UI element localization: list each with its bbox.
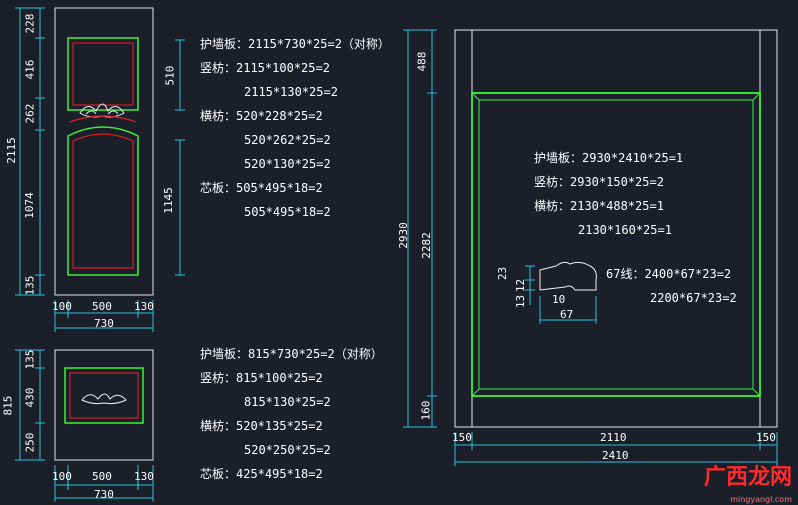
dim-top-door-228: 228	[23, 13, 37, 34]
big-panel-spec-3: 横枋：2130*488*25=1	[534, 199, 664, 213]
bottom-door-spec-6: 芯板：425*495*18=2	[200, 467, 323, 481]
big-panel-spec-2: 竖枋：2930*150*25=2	[534, 175, 664, 189]
dim-bottom-door-bottom-500: 500	[92, 470, 112, 483]
dim-big-panel-bottom-150a: 150	[452, 431, 472, 444]
dim-top-door-2115: 2115	[4, 137, 18, 164]
dim-big-panel-160: 160	[419, 400, 433, 421]
big-panel-spec-4: 2130*160*25=1	[578, 223, 672, 237]
bottom-door-spec-1: 护墙板：815*730*25=2（对称）	[200, 347, 383, 361]
bottom-door-outer-frame	[54, 349, 154, 461]
dim-bottom-door-430: 430	[23, 387, 37, 408]
molding-label-1: 67线：2400*67*23=2	[606, 267, 732, 281]
dim-molding-12: 12	[514, 278, 528, 293]
bottom-door-spec-2: 竖枋：815*100*25=2	[200, 371, 323, 385]
top-door-lower-panel	[67, 126, 139, 276]
top-door-spec-4: 横枋：520*228*25=2	[200, 109, 323, 123]
dim-molding-13: 13	[514, 294, 528, 309]
dim-top-door-1145: 1145	[161, 187, 175, 214]
top-door-spec-5: 520*262*25=2	[244, 133, 331, 147]
dim-top-door-bottom-730: 730	[94, 317, 114, 330]
watermark-url: mingyangl.com	[730, 495, 792, 504]
dim-top-door-1074: 1074	[22, 192, 36, 219]
dim-big-panel-2930: 2930	[396, 222, 410, 249]
top-door-spec-7: 芯板：505*495*18=2	[200, 181, 323, 195]
dim-bottom-door-bottom-730: 730	[94, 488, 114, 501]
top-door-spec-8: 505*495*18=2	[244, 205, 331, 219]
dim-top-door-135: 135	[23, 275, 37, 296]
big-panel-spec-1: 护墙板：2930*2410*25=1	[534, 151, 684, 165]
dim-bottom-door-250: 250	[23, 432, 37, 453]
dim-top-door-416: 416	[23, 59, 37, 80]
top-door-spec-1: 护墙板：2115*730*25=2（对称）	[200, 37, 390, 51]
molding-profile	[539, 261, 597, 291]
dim-big-panel-2282: 2282	[419, 232, 433, 259]
bottom-door-spec-4: 横枋：520*135*25=2	[200, 419, 323, 433]
dim-molding-67: 67	[560, 308, 574, 321]
top-door-upper-panel	[67, 37, 139, 111]
bottom-door-spec-5: 520*250*25=2	[244, 443, 331, 457]
dim-big-panel-bottom-150b: 150	[756, 431, 776, 444]
dim-big-panel-bottom-2410: 2410	[602, 449, 629, 462]
dim-top-door-262: 262	[23, 103, 37, 124]
dim-bottom-door-bottom-100: 100	[52, 470, 72, 483]
dim-top-door-bottom-130: 130	[134, 300, 154, 313]
top-door-spec-3: 2115*130*25=2	[244, 85, 338, 99]
dim-top-door-bottom-100: 100	[52, 300, 72, 313]
dim-bottom-door-135: 135	[23, 349, 37, 370]
top-door-outer-frame	[54, 7, 154, 296]
dim-top-door-bottom-500: 500	[92, 300, 112, 313]
bottom-door-panel	[64, 367, 144, 424]
top-door-spec-6: 520*130*25=2	[244, 157, 331, 171]
bottom-door-spec-3: 815*130*25=2	[244, 395, 331, 409]
big-panel-outer-frame	[454, 29, 778, 428]
watermark-logo: 广西龙网	[703, 465, 792, 490]
big-panel-inner-frame	[471, 92, 761, 397]
dim-molding-10: 10	[552, 293, 566, 306]
dim-top-door-510: 510	[163, 65, 177, 86]
molding-label-2: 2200*67*23=2	[650, 291, 737, 305]
dim-big-panel-488: 488	[415, 51, 429, 72]
dim-big-panel-bottom-2110: 2110	[600, 431, 627, 444]
dim-molding-23: 23	[496, 266, 510, 281]
top-door-spec-2: 竖枋：2115*100*25=2	[200, 61, 330, 75]
dim-bottom-door-815: 815	[1, 395, 15, 416]
dim-bottom-door-bottom-130: 130	[134, 470, 154, 483]
